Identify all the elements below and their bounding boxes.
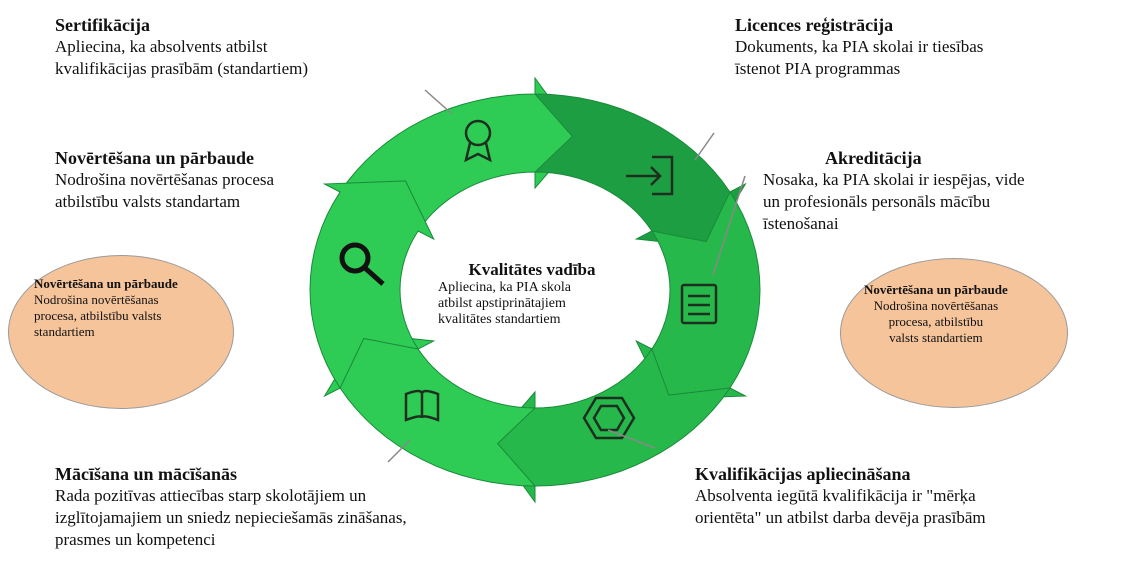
sign-in-icon — [626, 155, 674, 196]
certification-block: Sertifikācija Apliecina, ka absolvents a… — [55, 14, 308, 80]
license-desc: Dokuments, ka PIA skolai ir tiesības īst… — [735, 37, 984, 78]
segment-license — [533, 93, 747, 248]
magnifier-icon — [339, 242, 385, 286]
teaching-block: Mācīšana un mācīšanās Rada pozitīvas att… — [55, 463, 407, 551]
right-oval-title: Novērtēšana un pārbaude — [864, 282, 1008, 297]
teaching-title: Mācīšana un mācīšanās — [55, 464, 238, 484]
accreditation-block: Akreditācija Nosaka, ka PIA skolai ir ie… — [763, 147, 1133, 235]
leader-lines — [387, 89, 746, 463]
center-title: Kvalitātes vadība — [468, 260, 596, 279]
right-oval-text: Novērtēšana un pārbaude Nodrošina novērt… — [864, 282, 1008, 346]
right-oval-desc: Nodrošina novērtēšanas procesa, atbilstī… — [873, 298, 999, 345]
segment-certification — [339, 76, 580, 233]
left-oval-text: Novērtēšana un pārbaude Nodrošina novērt… — [34, 276, 178, 340]
assessment-title: Novērtēšana un pārbaude — [55, 148, 255, 168]
assessment-desc: Nodrošina novērtēšanas procesa atbilstīb… — [55, 170, 275, 211]
left-oval-desc: Nodrošina novērtēšanas procesa, atbilstī… — [34, 292, 162, 339]
left-oval-title: Novērtēšana un pārbaude — [34, 276, 178, 291]
certification-title: Sertifikācija — [55, 15, 150, 35]
segment-teaching — [323, 332, 537, 487]
license-title: Licences reģistrācija — [735, 15, 894, 35]
teaching-desc: Rada pozitīvas attiecības starp skolotāj… — [55, 486, 407, 549]
license-block: Licences reģistrācija Dokuments, ka PIA … — [735, 14, 983, 80]
center-text: Kvalitātes vadība Apliecina, ka PIA skol… — [432, 260, 632, 328]
qualification-block: Kvalifikācijas apliecināšana Absolventa … — [695, 463, 986, 529]
center-desc: Apliecina, ka PIA skola atbilst apstipri… — [438, 280, 571, 327]
segment-assessment — [309, 180, 435, 390]
open-book-icon — [404, 389, 440, 422]
cycle-ring — [309, 76, 761, 504]
hexagon-icon — [582, 396, 636, 440]
segment-qualification — [490, 347, 731, 504]
checklist-icon — [680, 283, 718, 325]
left-oval — [8, 255, 234, 409]
accreditation-title: Akreditācija — [825, 148, 922, 168]
award-ribbon-icon — [464, 119, 492, 163]
accreditation-desc: Nosaka, ka PIA skolai ir iespējas, vide … — [763, 170, 1025, 233]
qualification-title: Kvalifikācijas apliecināšana — [695, 464, 911, 484]
qualification-desc: Absolventa iegūtā kvalifikācija ir "mērķ… — [695, 486, 986, 527]
right-oval — [840, 258, 1068, 408]
assessment-block: Novērtēšana un pārbaude Nodrošina novērt… — [55, 147, 274, 213]
certification-desc: Apliecina, ka absolvents atbilst kvalifi… — [55, 37, 309, 78]
